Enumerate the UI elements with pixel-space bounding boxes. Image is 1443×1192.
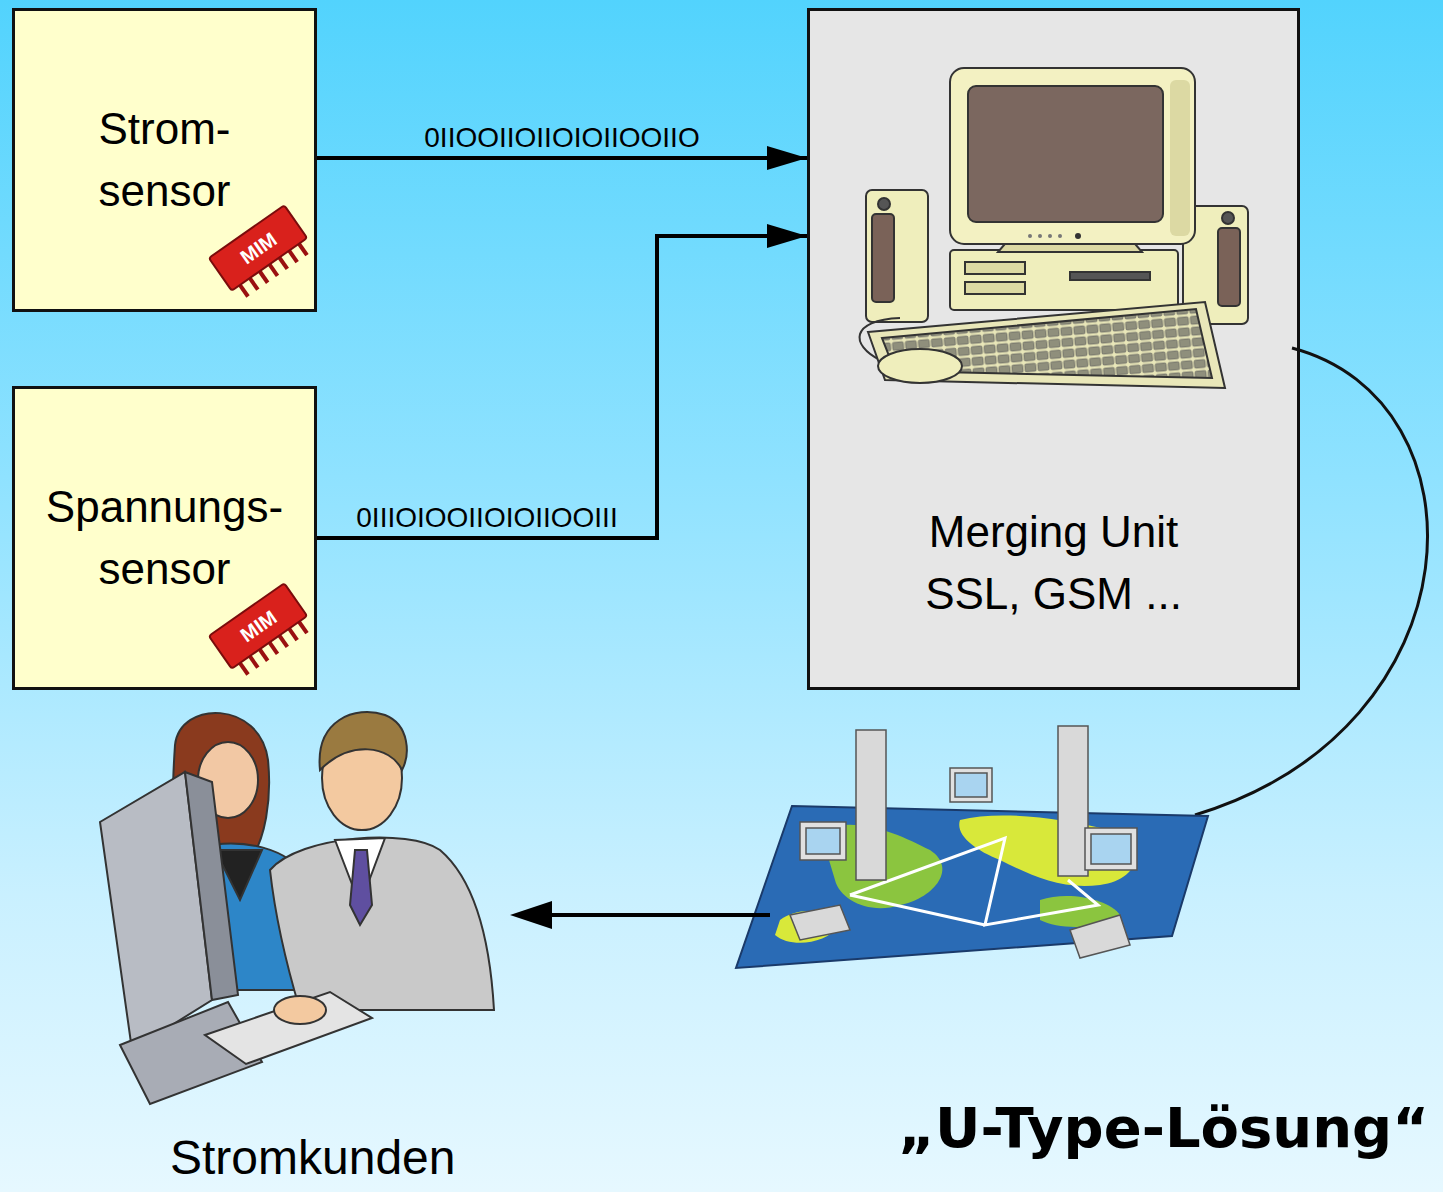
customer-illustration	[274, 996, 326, 1024]
computer-illustration	[1058, 234, 1062, 238]
computer-illustration	[965, 282, 1025, 294]
computer-illustration	[872, 214, 894, 302]
network-illustration	[736, 726, 1208, 968]
customer-illustration	[270, 837, 494, 1010]
chip-marking: MIM	[236, 228, 280, 268]
customer-illustration	[185, 772, 238, 1000]
network-illustration	[800, 822, 846, 860]
chip-icon	[279, 258, 287, 269]
network-illustration	[950, 768, 992, 802]
network-illustration	[955, 773, 987, 797]
customer-illustration	[350, 850, 372, 925]
customer-caption: Stromkunden	[170, 1132, 456, 1185]
network-illustration	[1085, 828, 1137, 870]
bitstream-label: 0IIIOIOOIIOIOIIOOIII	[356, 502, 617, 534]
customer-caption: Stromkunden	[170, 1132, 456, 1185]
chip-icon	[289, 251, 297, 262]
chip-icon	[209, 205, 315, 302]
customer-illustration	[205, 992, 372, 1064]
chip-marking: MIM	[236, 606, 280, 646]
box-label: Spannungs- sensor	[40, 476, 290, 600]
chip-icon	[209, 583, 307, 669]
network-illustration	[790, 905, 850, 940]
computer-illustration	[968, 86, 1163, 222]
computer-illustration	[1075, 233, 1081, 239]
chip-marking: MIM	[236, 228, 280, 268]
network-illustration	[790, 726, 1137, 958]
slide-title: „U-Type-Lösung“	[898, 1096, 1429, 1160]
delivery-arrow	[510, 901, 770, 929]
signal-arrow	[317, 236, 807, 538]
computer-illustration	[878, 198, 890, 210]
bitstream-label: 0IIOOIIOIIOIOIIOOIIO	[424, 122, 699, 154]
computer-illustration	[860, 68, 1248, 388]
computer-illustration	[868, 302, 1225, 388]
network-illustration	[959, 815, 1135, 886]
delivery-arrow	[510, 901, 552, 929]
computer-illustration	[1028, 233, 1081, 239]
slide-title: „U-Type-Lösung“	[898, 1096, 1429, 1160]
chip-icon	[260, 271, 268, 282]
chip-icon	[269, 642, 277, 653]
chip-icon	[260, 649, 268, 660]
network-illustration	[850, 895, 985, 925]
computer-illustration	[866, 190, 928, 322]
chip-marking: MIM	[236, 606, 280, 646]
computer-illustration	[1048, 234, 1052, 238]
network-illustration	[1070, 915, 1130, 958]
network-illustration	[736, 806, 1208, 968]
computer-illustration	[1170, 80, 1190, 236]
network-illustration	[1091, 834, 1131, 864]
chip-icon	[240, 285, 248, 296]
computer-illustration	[878, 349, 962, 383]
network-illustration	[1058, 726, 1088, 876]
chip-icon	[299, 244, 307, 255]
computer-illustration	[1028, 234, 1032, 238]
box-label: Strom- sensor	[40, 98, 290, 222]
delivery-arrow	[548, 913, 770, 917]
bitstream-label: 0IIOOIIOIIOIOIIOOIIO	[424, 122, 699, 154]
chip-icon	[279, 636, 287, 647]
computer-illustration	[965, 262, 1025, 274]
network-illustration	[856, 730, 886, 880]
chip-icon	[250, 656, 258, 667]
chip-icon	[209, 583, 315, 680]
computer-illustration	[1038, 234, 1042, 238]
chip-icon	[269, 264, 277, 275]
link-curve	[1195, 348, 1428, 815]
chip-icon	[240, 663, 248, 674]
chip-icon	[250, 278, 258, 289]
computer-illustration	[1070, 272, 1150, 280]
computer-illustration	[1218, 228, 1240, 306]
network-illustration	[806, 828, 840, 854]
customer-illustration	[320, 712, 407, 770]
customer-illustration	[100, 712, 494, 1104]
computer-illustration	[950, 68, 1195, 244]
bitstream-label: 0IIIOIOOIIOIOIIOOIII	[356, 502, 617, 534]
computer-illustration	[1222, 212, 1234, 224]
computer-illustration	[950, 250, 1178, 310]
chip-icon	[299, 622, 307, 633]
chip-icon	[209, 205, 307, 291]
box-label: Merging Unit SSL, GSM ...	[889, 501, 1219, 625]
chip-icon	[289, 629, 297, 640]
signal-arrow	[317, 156, 807, 160]
